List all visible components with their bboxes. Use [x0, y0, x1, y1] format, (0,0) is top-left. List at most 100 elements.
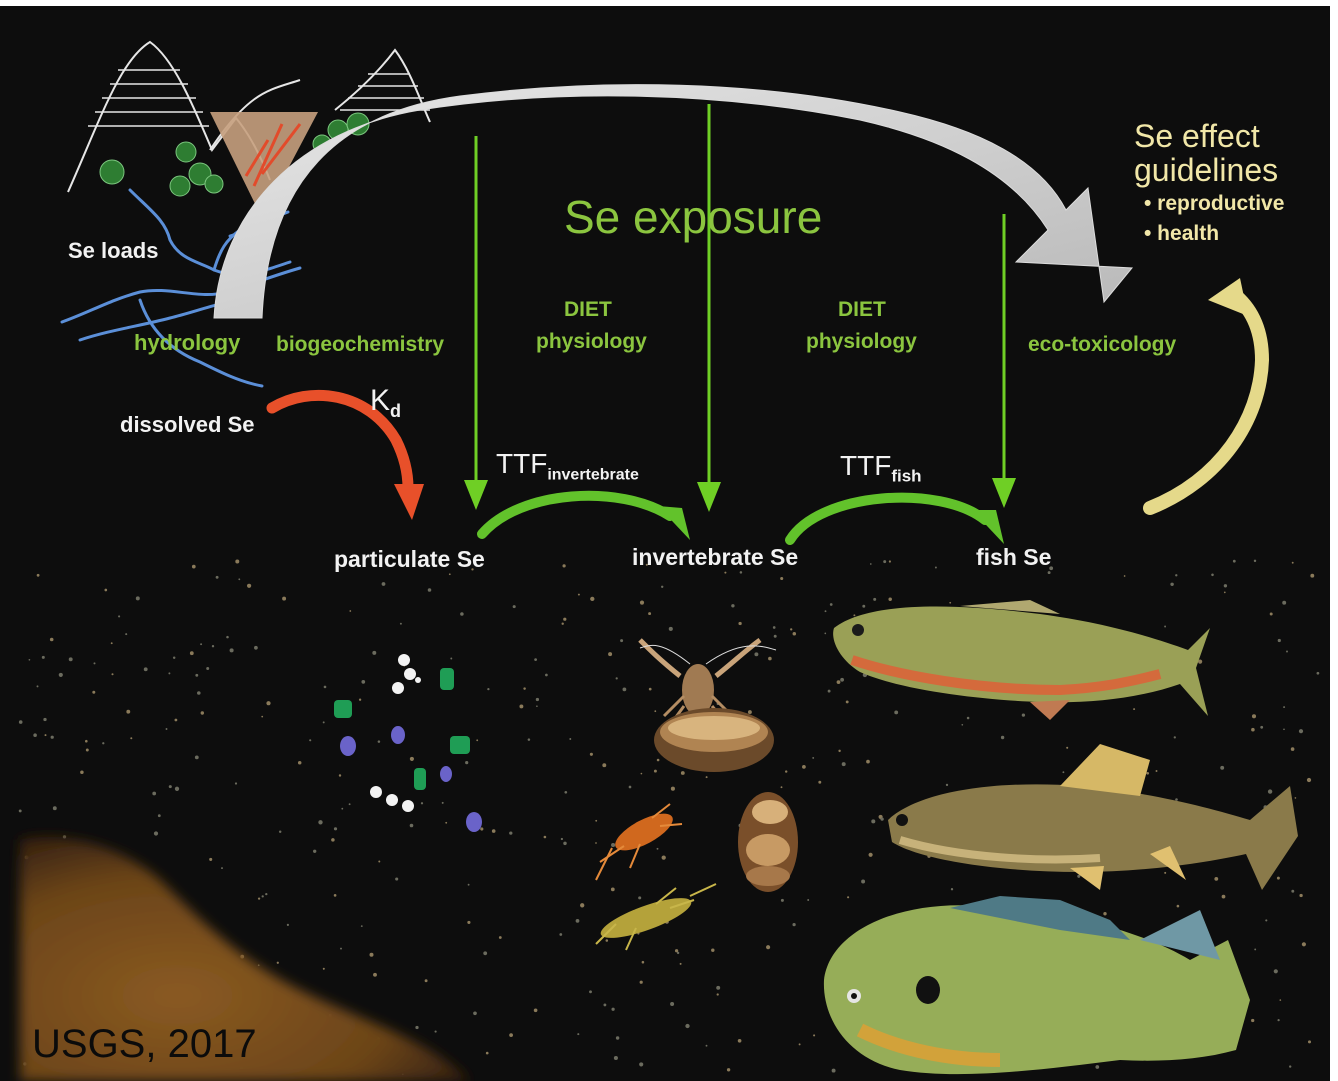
speckle	[85, 740, 88, 743]
speckle	[935, 567, 937, 569]
speckle	[195, 674, 198, 677]
speckle	[378, 861, 380, 863]
speckle	[1286, 651, 1288, 653]
speckle	[861, 880, 865, 884]
speckle	[309, 739, 311, 741]
speckle	[473, 1011, 477, 1015]
speckle	[442, 802, 444, 804]
speckle	[616, 1036, 619, 1039]
speckle	[169, 785, 172, 788]
speckle	[1270, 613, 1273, 616]
speckle	[86, 749, 89, 752]
speckle	[670, 1002, 674, 1006]
speckle	[313, 850, 316, 853]
speckle	[590, 753, 593, 756]
speckle	[37, 685, 39, 687]
speckle	[201, 711, 204, 714]
speckle	[1170, 583, 1173, 586]
speckle	[465, 761, 468, 764]
speckle	[45, 734, 47, 736]
speckle	[1260, 726, 1263, 729]
speckle	[175, 719, 178, 722]
speckle	[102, 742, 104, 744]
speckle	[1282, 601, 1286, 605]
speckle	[727, 1068, 730, 1071]
speckle	[445, 822, 447, 824]
speckle	[838, 750, 840, 752]
effects-feedback-arrow	[1150, 296, 1262, 508]
speckle	[1308, 1040, 1311, 1043]
speckle	[1222, 895, 1226, 899]
speckle	[341, 808, 343, 810]
speckle	[1299, 894, 1302, 897]
speckle	[1066, 747, 1068, 749]
speckle	[282, 597, 286, 601]
speckle	[125, 633, 127, 635]
speckle	[334, 894, 337, 897]
speckle	[152, 792, 156, 796]
speckle	[421, 802, 423, 804]
speckle	[830, 603, 833, 606]
ttf-invertebrate-label: TTFinvertebrate	[496, 448, 639, 485]
speckle	[949, 602, 951, 604]
speckle	[212, 645, 214, 647]
speckle	[1146, 772, 1149, 775]
speckle	[536, 698, 539, 701]
ttf-invertebrate-main: TTF	[496, 448, 547, 479]
speckle	[258, 897, 260, 899]
speckle	[1224, 584, 1227, 587]
speckle	[563, 842, 566, 845]
speckle	[279, 831, 281, 833]
speckle	[534, 658, 537, 661]
speckle	[92, 691, 95, 694]
speckle	[323, 968, 325, 970]
speckle	[206, 667, 209, 670]
kd-subscript: d	[390, 401, 401, 421]
speckle	[847, 896, 849, 898]
speckle	[226, 636, 229, 639]
speckle	[190, 651, 194, 655]
speckle	[611, 888, 615, 892]
speckle	[19, 720, 23, 724]
speckle	[410, 824, 414, 828]
speckle	[616, 677, 618, 679]
speckle	[629, 786, 632, 789]
speckle	[197, 691, 201, 695]
speckle	[781, 786, 783, 788]
speckle	[247, 584, 251, 588]
speckle	[832, 1069, 836, 1073]
speckle	[623, 688, 627, 692]
speckle	[1317, 672, 1320, 675]
speckle	[595, 842, 597, 844]
speckle	[1220, 766, 1224, 770]
speckle	[1302, 942, 1306, 946]
speckle	[29, 659, 31, 661]
speckle	[415, 1026, 418, 1029]
speckle	[671, 787, 675, 791]
speckle	[209, 858, 212, 861]
speckle	[195, 755, 199, 759]
speckle	[104, 589, 107, 592]
speckle	[620, 639, 623, 642]
speckle	[378, 740, 381, 743]
speckle	[43, 718, 46, 721]
speckle	[1291, 747, 1295, 751]
speckle	[611, 843, 615, 847]
speckle	[1095, 1065, 1099, 1069]
speckle	[680, 963, 682, 965]
ttf-invertebrate-arrow	[482, 496, 670, 534]
speckle	[661, 586, 663, 588]
stonefly-nymph-icon	[596, 884, 716, 950]
snail-icon	[738, 792, 798, 892]
speckle	[373, 973, 377, 977]
speckle	[967, 717, 970, 720]
invertebrate-se-label: invertebrate Se	[632, 544, 798, 571]
physiology-label-2: physiology	[806, 330, 917, 354]
speckle	[1133, 708, 1135, 710]
speckle	[382, 582, 386, 586]
dissolved-se-label: dissolved Se	[120, 412, 255, 438]
speckle	[654, 770, 657, 773]
speckle	[144, 667, 148, 671]
speckle	[1268, 789, 1272, 793]
